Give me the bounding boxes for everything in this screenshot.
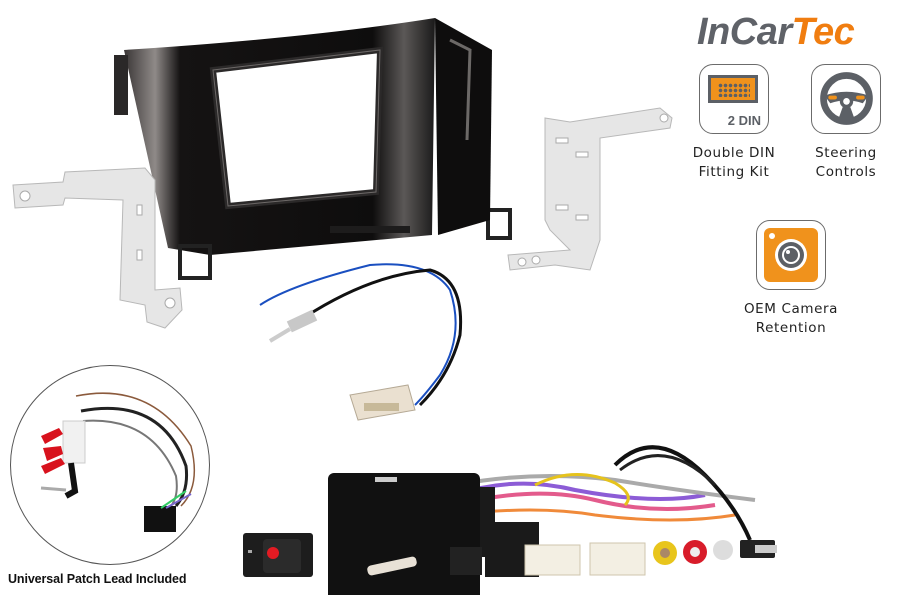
double-din-fascia-panel (114, 18, 512, 280)
double-din-icon: 2 DIN (699, 64, 769, 134)
right-mounting-bracket (507, 107, 673, 271)
antenna-adapter-lead (259, 263, 463, 421)
feature-label-line2: Retention (755, 320, 827, 336)
feature-label-line2: Controls (815, 164, 877, 180)
2-din-badge: 2 DIN (727, 113, 761, 128)
feature-steering-controls: Steering Controls (798, 64, 894, 182)
left-mounting-bracket (12, 167, 183, 329)
feature-double-din: 2 DIN Double DIN Fitting Kit (686, 64, 782, 182)
feature-label-line1: Double DIN (692, 145, 776, 161)
patch-lead-inset (10, 365, 210, 565)
logo-text-incar: InCar (697, 11, 792, 53)
logo-text-tec: Tec (791, 11, 855, 53)
camera-icon (756, 220, 826, 290)
patch-lead-caption: Universal Patch Lead Included (8, 572, 187, 586)
feature-label-line2: Fitting Kit (698, 164, 770, 180)
brand-logo: InCarTec (697, 11, 855, 53)
steering-interface-harness (243, 445, 777, 595)
feature-label-line1: Steering (815, 145, 877, 161)
patch-lead-image (40, 392, 196, 532)
feature-oem-camera: OEM Camera Retention (743, 220, 839, 338)
feature-label-line1: OEM Camera (743, 301, 839, 317)
steering-wheel-icon (811, 64, 881, 134)
